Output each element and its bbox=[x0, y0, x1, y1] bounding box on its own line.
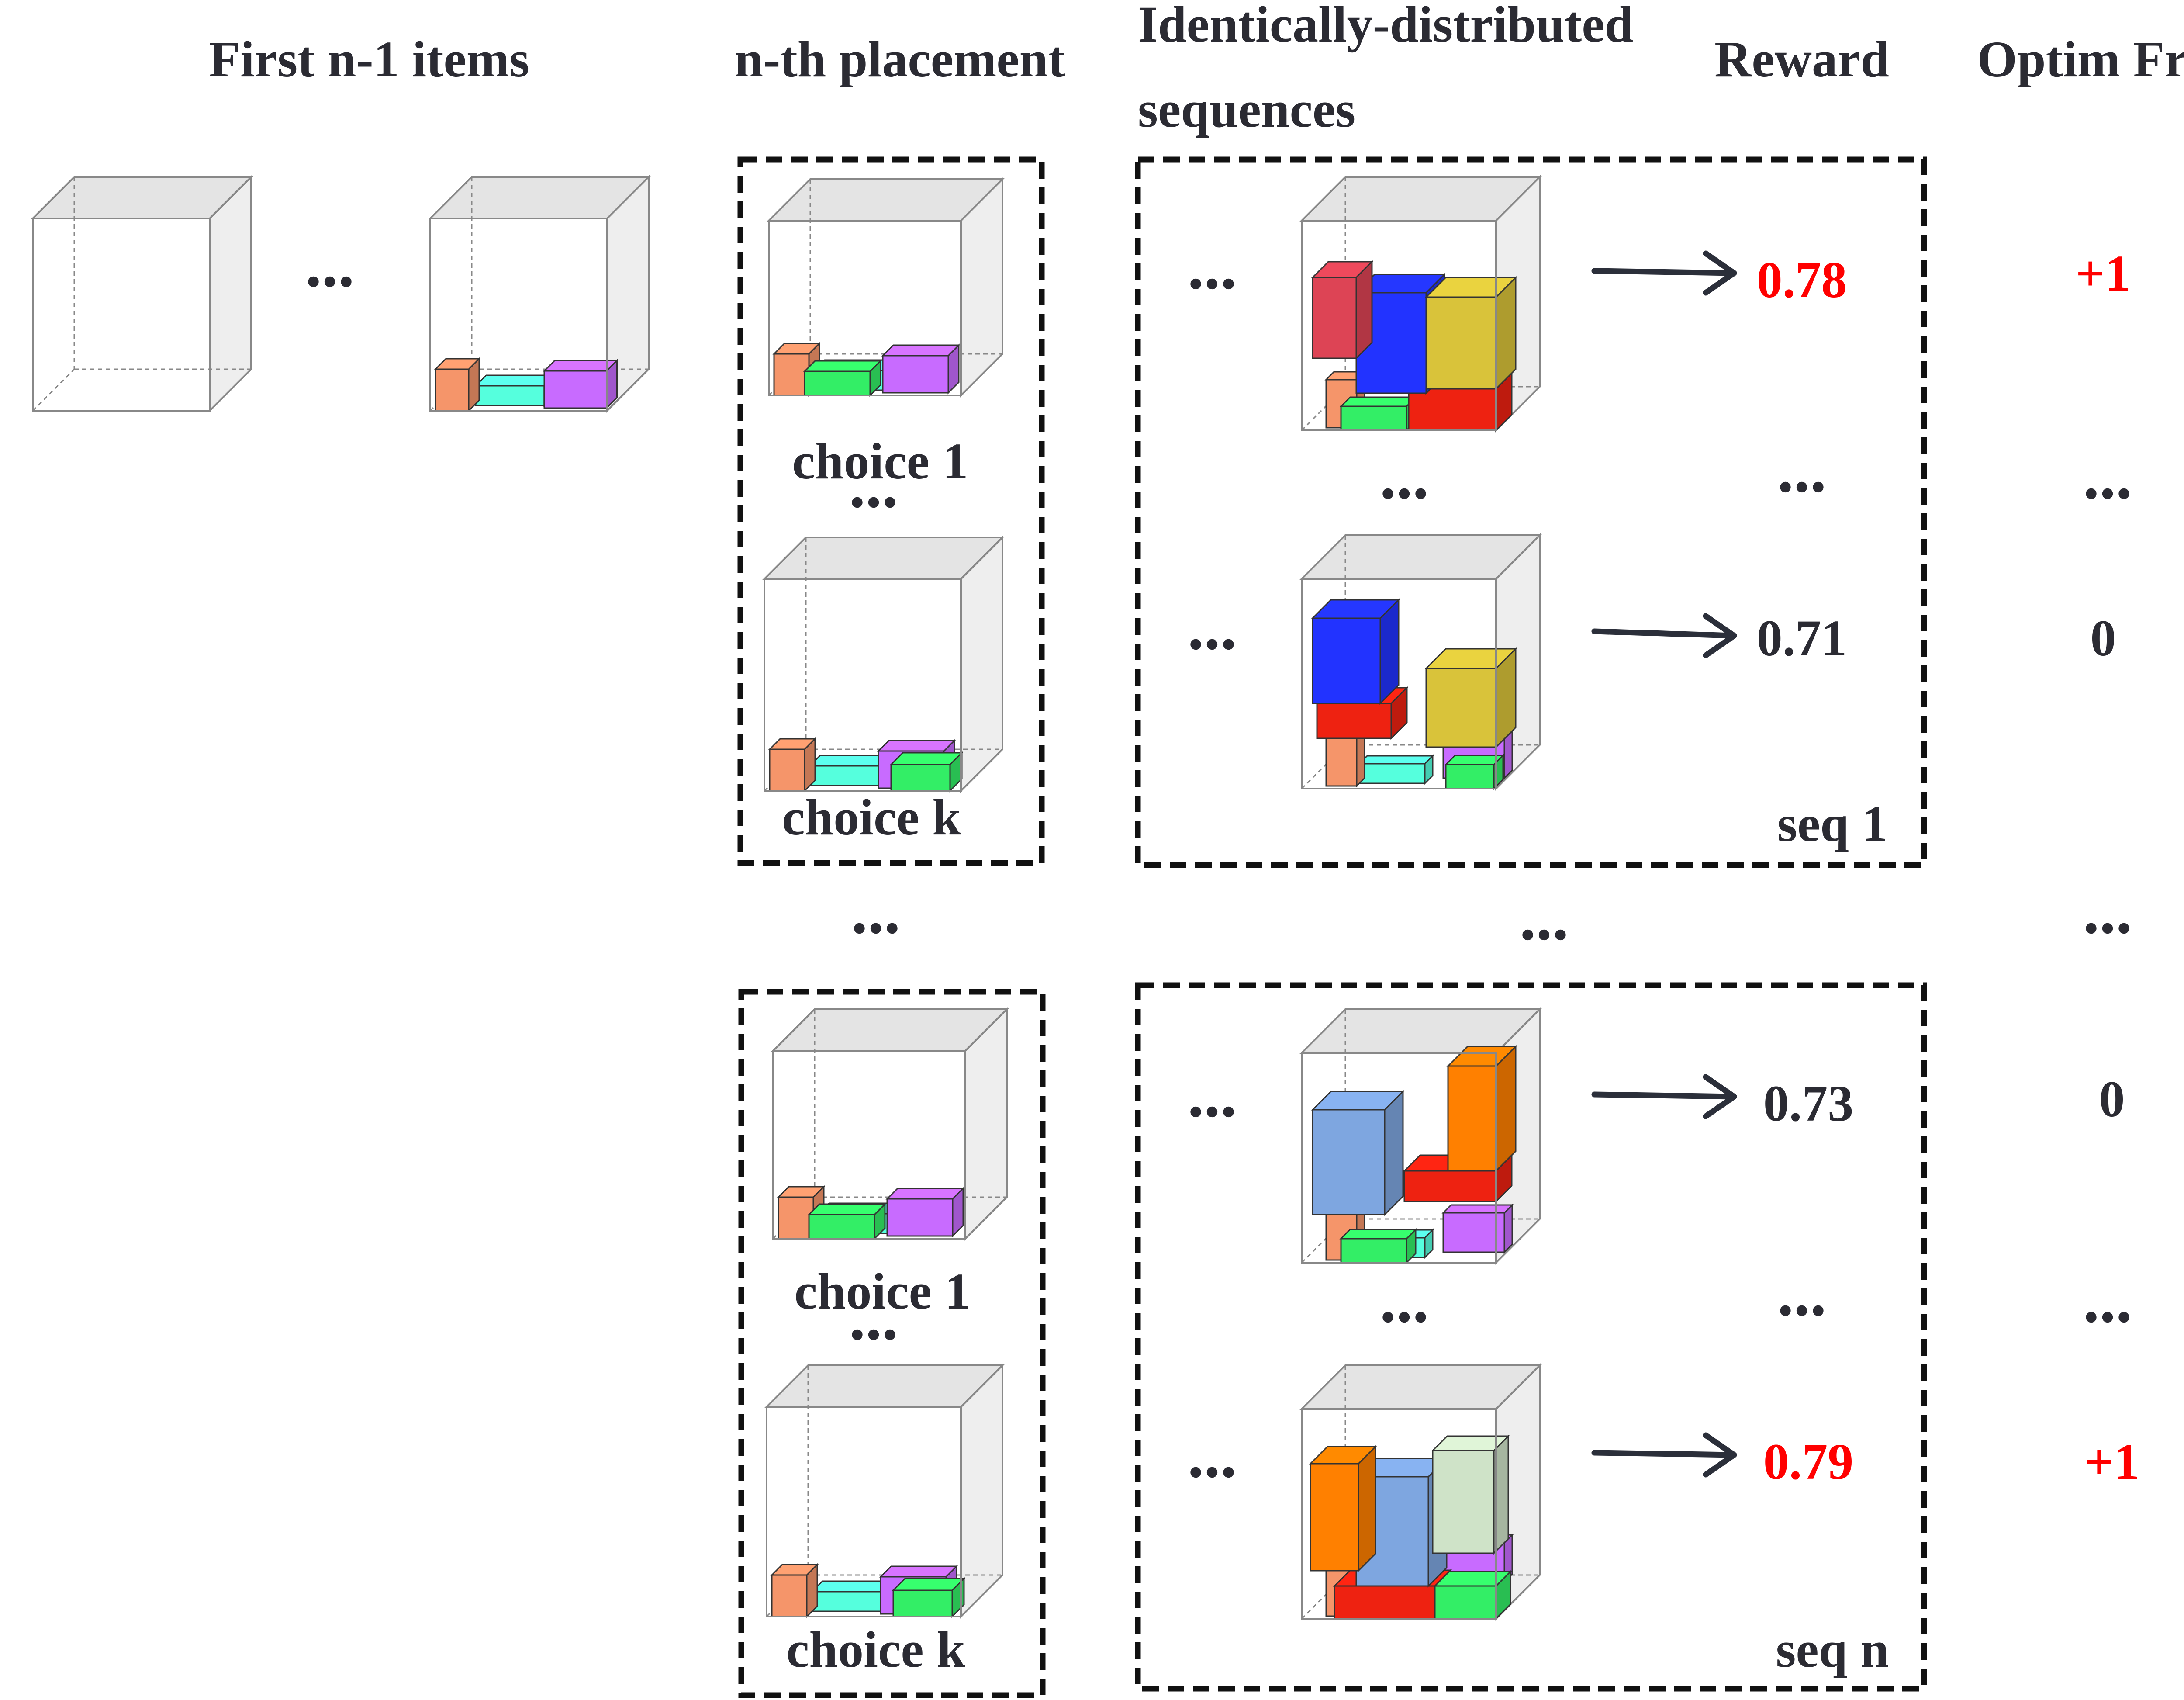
container-front-frame bbox=[1301, 1052, 1497, 1264]
steel-item bbox=[1311, 1090, 1405, 1216]
arrow-seqn-row1 bbox=[1591, 1074, 1737, 1119]
choice-1-label-2: choice 1 bbox=[794, 1263, 970, 1320]
green-item bbox=[1339, 1228, 1417, 1264]
ellipsis-choices-2: ... bbox=[849, 1281, 898, 1354]
container-first-items bbox=[428, 175, 651, 413]
container-hidden-edge bbox=[32, 368, 75, 412]
ellipsis-seq1-row2: ... bbox=[1188, 591, 1237, 663]
header-reward: Reward bbox=[1714, 31, 1889, 88]
gold-item bbox=[1424, 276, 1517, 391]
arrow-seq1-row2 bbox=[1591, 613, 1737, 658]
salmon-item bbox=[768, 737, 817, 793]
container-choice-k bbox=[762, 535, 1005, 793]
ellipsis-seqn-mid: ... bbox=[1380, 1264, 1429, 1336]
container-side-face bbox=[960, 1363, 1003, 1619]
container-choice-1 bbox=[767, 177, 1005, 398]
container-seq1-b bbox=[1299, 533, 1542, 791]
ellipsis-seqn-row1: ... bbox=[1188, 1058, 1237, 1131]
green-item bbox=[892, 1577, 966, 1618]
ellipsis-reward-seq1: ... bbox=[1777, 433, 1827, 506]
freq-seq1-row2: 0 bbox=[2091, 609, 2116, 667]
freq-seqn-row1: 0 bbox=[2099, 1070, 2125, 1128]
green-item bbox=[1444, 754, 1505, 790]
container-front-frame bbox=[764, 578, 962, 792]
container-top-face bbox=[762, 537, 1005, 580]
reward-seqn-row1: 0.73 bbox=[1763, 1075, 1854, 1132]
reward-seq1-row1: 0.78 bbox=[1757, 251, 1847, 308]
purple-item bbox=[885, 1187, 965, 1238]
ellipsis-reward-seqn: ... bbox=[1777, 1257, 1827, 1330]
container-choice-k-b bbox=[764, 1363, 1005, 1619]
container-front-frame bbox=[32, 218, 211, 412]
container-front-frame bbox=[766, 1406, 962, 1617]
orange-item bbox=[1309, 1445, 1377, 1572]
header-first-items: First n-1 items bbox=[209, 31, 529, 88]
blue-item bbox=[1311, 598, 1400, 705]
container-top-face bbox=[767, 178, 1005, 222]
header-sequences-line1: Identically-distributed bbox=[1138, 0, 1633, 53]
container-front-frame bbox=[429, 218, 608, 412]
cyan-item bbox=[474, 374, 556, 407]
ellipsis-sequences: ... bbox=[1520, 881, 1569, 954]
container-seq1-a bbox=[1299, 175, 1542, 433]
container-seqn-a bbox=[1299, 1007, 1542, 1265]
seq-n-label: seq n bbox=[1776, 1621, 1889, 1678]
cyan-item bbox=[1358, 754, 1434, 785]
freq-seq1-row1: +1 bbox=[2076, 245, 2131, 302]
ellipsis-placement-groups: ... bbox=[851, 875, 901, 947]
container-seqn-b bbox=[1299, 1363, 1542, 1621]
ellipsis-choices-1: ... bbox=[849, 449, 898, 521]
header-nth-placement: n-th placement bbox=[734, 31, 1065, 88]
purple-item bbox=[881, 343, 961, 395]
ellipsis-seq1-mid: ... bbox=[1380, 440, 1429, 512]
sequence-n-box bbox=[1135, 982, 1927, 1692]
choice-k-label-2: choice k bbox=[786, 1621, 965, 1678]
placement-group-1-box bbox=[737, 156, 1045, 866]
container-front-frame bbox=[1301, 578, 1497, 789]
header-optim-freq: Optim Freq bbox=[1977, 31, 2184, 88]
salmon-item bbox=[434, 357, 481, 412]
green-item bbox=[1433, 1570, 1512, 1620]
ellipsis-freq-seqn: ... bbox=[2083, 1264, 2132, 1336]
green-item bbox=[1339, 395, 1417, 432]
container-empty bbox=[31, 175, 253, 413]
ellipsis-seq1-row1: ... bbox=[1188, 230, 1237, 303]
crimson-item bbox=[1311, 260, 1374, 360]
purple-item bbox=[543, 359, 619, 410]
reward-seqn-row2: 0.79 bbox=[1763, 1433, 1854, 1490]
arrow-seqn-row2 bbox=[1591, 1432, 1737, 1478]
placement-group-2-box bbox=[738, 989, 1046, 1698]
gold-item bbox=[1424, 647, 1517, 749]
green-item bbox=[889, 751, 964, 793]
container-front-frame bbox=[1301, 1408, 1497, 1620]
sage-item bbox=[1431, 1434, 1510, 1555]
container-front-frame bbox=[768, 220, 962, 396]
ellipsis-seqn-row2: ... bbox=[1188, 1419, 1237, 1491]
container-choice-1-b bbox=[771, 1007, 1009, 1241]
ellipsis-first-items: ... bbox=[305, 228, 355, 301]
containers-layer bbox=[31, 175, 1542, 1621]
choice-1-label: choice 1 bbox=[792, 433, 968, 490]
container-side-face bbox=[960, 535, 1003, 793]
green-item bbox=[803, 359, 882, 397]
container-front-frame bbox=[772, 1050, 966, 1240]
ellipsis-freq-seq1: ... bbox=[2083, 440, 2132, 512]
container-top-face bbox=[771, 1008, 1009, 1052]
seq-1-label: seq 1 bbox=[1777, 795, 1887, 852]
container-top-face bbox=[764, 1364, 1005, 1408]
reward-seq1-row2: 0.71 bbox=[1757, 609, 1847, 667]
freq-seqn-row2: +1 bbox=[2084, 1433, 2139, 1490]
ellipsis-freq-groups: ... bbox=[2083, 875, 2132, 947]
sequence-1-box bbox=[1135, 156, 1927, 868]
arrow-seq1-row1 bbox=[1591, 250, 1737, 296]
container-front-frame bbox=[1301, 220, 1497, 431]
purple-item bbox=[1441, 1203, 1514, 1254]
orange-item bbox=[1446, 1045, 1517, 1173]
salmon-item bbox=[770, 1563, 819, 1618]
header-sequences-line2: sequences bbox=[1138, 81, 1355, 138]
green-item bbox=[807, 1202, 887, 1240]
choice-k-label: choice k bbox=[782, 789, 961, 846]
